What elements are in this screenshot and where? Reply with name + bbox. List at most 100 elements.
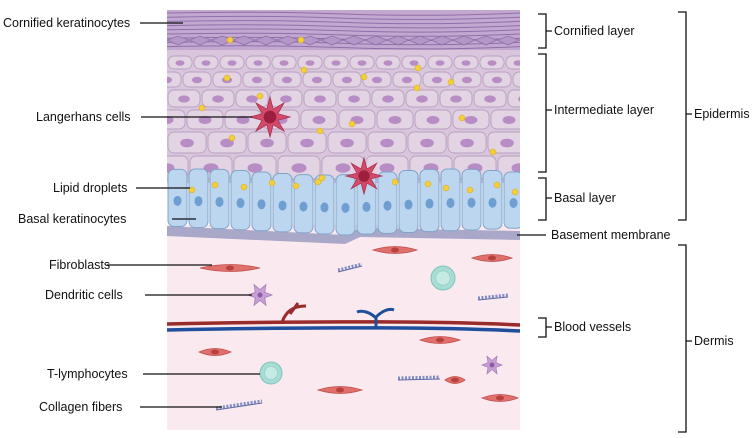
lipid-droplet [391, 178, 399, 186]
nucleus [299, 201, 308, 212]
lipid-droplet [292, 182, 300, 190]
bracket-intermediate-layer [538, 53, 552, 173]
lipid-droplet [314, 178, 322, 186]
lipid-droplet [413, 84, 421, 92]
nucleus [236, 198, 245, 209]
artery [167, 320, 520, 327]
nucleus [383, 200, 392, 211]
dendritic-nucleus [489, 362, 495, 368]
lipid-droplet [511, 188, 519, 196]
nucleus [491, 76, 503, 84]
nucleus [416, 95, 428, 103]
lipid-droplet [360, 73, 368, 81]
tissue-illustration [167, 10, 532, 430]
nucleus [279, 60, 289, 66]
nucleus [467, 197, 476, 208]
label-cornified-layer: Cornified layer [554, 24, 635, 38]
label-t-lymphocytes: T-lymphocytes [47, 367, 128, 381]
lipid-droplet [458, 114, 466, 122]
brackets [538, 11, 692, 433]
nucleus [380, 138, 394, 148]
nucleus [450, 95, 462, 103]
bracket-cornified-layer [538, 13, 552, 49]
label-collagen-fibers: Collagen fibers [39, 400, 123, 414]
nucleus [484, 95, 496, 103]
nucleus [175, 60, 185, 66]
nucleus [404, 199, 413, 210]
nucleus [178, 95, 190, 103]
cornified-sheet [167, 15, 520, 20]
fibroblast-nucleus [211, 349, 219, 355]
nucleus [357, 60, 367, 66]
nucleus [509, 197, 518, 208]
collagen-fiber [215, 399, 263, 410]
lipid-droplet [211, 181, 219, 189]
nucleus [371, 76, 383, 84]
nucleus [194, 196, 203, 207]
collagen-fiber [477, 293, 509, 300]
fibroblast-nucleus [436, 337, 444, 343]
nucleus [513, 60, 520, 66]
collagen-fiber [397, 375, 441, 380]
nucleus [251, 76, 263, 84]
intermediate-keratinocyte [167, 109, 186, 130]
nucleus [291, 163, 307, 173]
nucleus [180, 138, 194, 148]
cornified-sheet [167, 20, 520, 25]
collagen-fiber [337, 262, 363, 272]
label-fibroblasts: Fibroblasts [49, 258, 111, 272]
dendritic-nucleus [257, 292, 263, 298]
nucleus [409, 60, 419, 66]
nucleus [253, 60, 263, 66]
t-lymphocyte-nucleus [263, 365, 278, 380]
cornified-cell [517, 39, 520, 41]
basal-keratinocytes [167, 168, 520, 236]
label-basement-membrane: Basement membrane [551, 228, 671, 242]
lipid-droplet [442, 184, 450, 192]
intermediate-keratinocyte [512, 71, 520, 88]
nucleus [320, 202, 329, 213]
nucleus [388, 116, 402, 124]
nucleus [278, 200, 287, 211]
t-lymphocyte-nucleus [435, 270, 451, 286]
nucleus [312, 116, 326, 124]
fibroblast-nucleus [336, 387, 344, 393]
nucleus [260, 138, 274, 148]
lipid-droplet [489, 148, 497, 156]
lipid-droplet [198, 104, 206, 112]
cornified-keratinocytes [167, 11, 520, 50]
lipid-droplets [188, 36, 519, 196]
nucleus [236, 116, 250, 124]
nucleus [215, 196, 224, 207]
cornified-sheet [167, 11, 520, 16]
nucleus [522, 77, 532, 83]
lipid-droplet [268, 179, 276, 187]
nucleus [488, 197, 497, 208]
nucleus [446, 197, 455, 208]
label-basal-layer: Basal layer [554, 191, 616, 205]
intermediate-keratinocytes [167, 55, 532, 180]
collagen-strand [477, 296, 509, 301]
lipid-droplet [226, 36, 234, 44]
nucleus [340, 138, 354, 148]
label-langerhans-cells: Langerhans cells [36, 110, 131, 124]
nucleus [362, 201, 371, 212]
intermediate-keratinocyte [507, 89, 520, 108]
nucleus [201, 60, 211, 66]
nucleus [425, 198, 434, 209]
lipid-droplet [318, 174, 326, 182]
nucleus [341, 76, 353, 84]
nucleus [314, 95, 326, 103]
nucleus [487, 60, 497, 66]
fibroblasts [198, 246, 520, 402]
nucleus [281, 76, 293, 84]
lipid-droplet [493, 181, 501, 189]
bracket-epidermis [678, 11, 692, 221]
nucleus [257, 199, 266, 210]
lipid-droplet [414, 64, 422, 72]
nucleus [464, 116, 478, 124]
nucleus [435, 60, 445, 66]
nucleus [348, 95, 360, 103]
lipid-droplet [256, 92, 264, 100]
